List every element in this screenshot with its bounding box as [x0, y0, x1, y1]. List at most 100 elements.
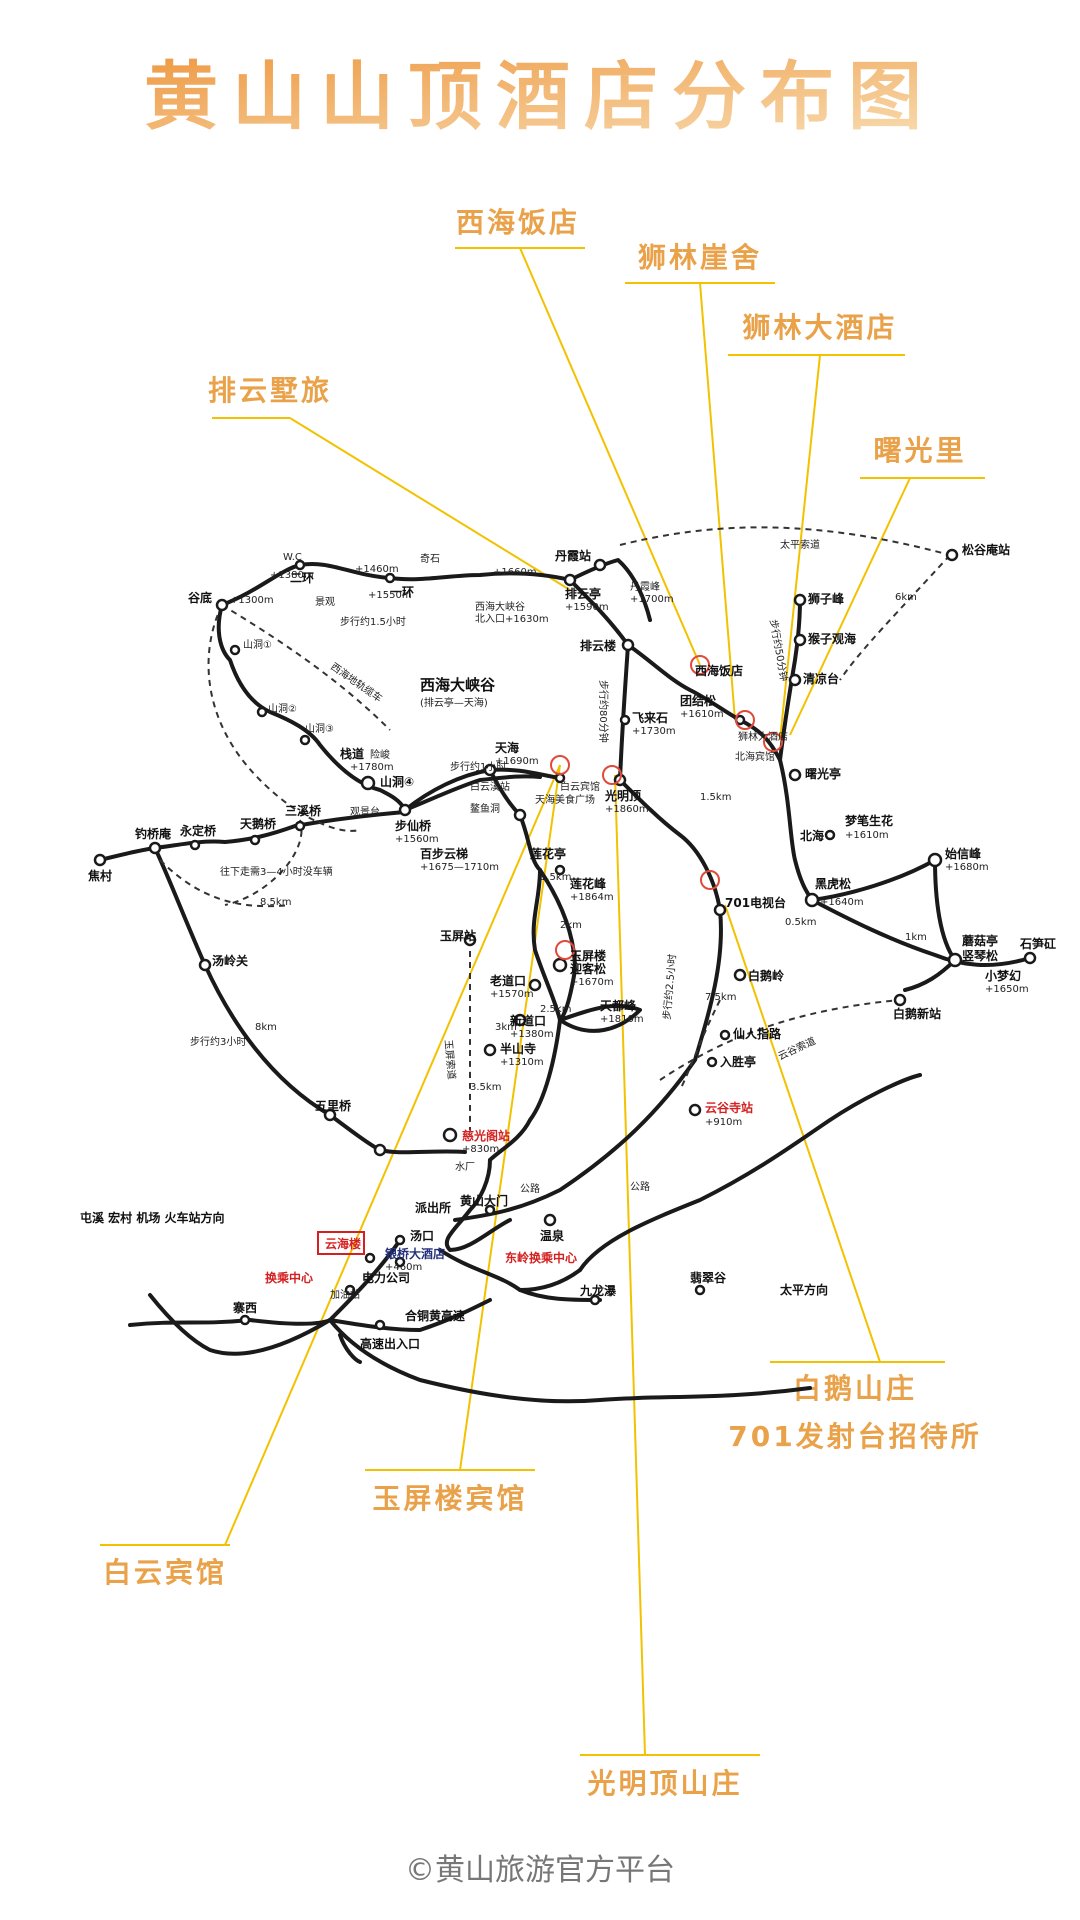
station-rusheng: [706, 1056, 718, 1068]
label-heitang: 合铜黄高速: [405, 1308, 465, 1323]
label-laodaokou: 老道口: [490, 973, 526, 988]
station-paichusuo: [394, 1234, 406, 1246]
label-km1: 1km: [905, 932, 927, 943]
label-walk80: 步行约80分钟: [597, 680, 610, 743]
label-shilin-hotel: 狮林大酒店: [738, 730, 788, 743]
hotel-pins: [550, 655, 783, 960]
label-taipingdir: 太平方向: [780, 1282, 828, 1297]
station-erhuan: [294, 559, 306, 571]
label-banshansi-h: +1310m: [500, 1057, 544, 1068]
label-mengbi: 梦笔生花: [845, 813, 893, 828]
label-tuanjiesong-h: +1610m: [680, 709, 724, 720]
label-paiyunting: 排云亭: [565, 586, 601, 601]
station-yongding: [189, 839, 201, 851]
pin-baiyun: [550, 755, 570, 775]
label-qishi: 奇石: [420, 552, 440, 565]
station-shandong1: [229, 644, 241, 656]
label-mengbi-h: +1610m: [845, 830, 889, 841]
callout-line-shilin-hotel: [779, 354, 821, 741]
place-labels: 松谷庵站 太平索道 丹霞站 丹霞峰 +1700m 排云亭 +1590m 西海大峡…: [80, 538, 1056, 1351]
station-songgu: [945, 548, 959, 562]
label-aoyu: 鳌鱼洞: [470, 802, 500, 815]
label-danxiafeng-h: +1700m: [630, 594, 674, 605]
station-yinqiao: [364, 1252, 376, 1264]
label-feilaishi-h: +1730m: [632, 726, 676, 737]
label-zhandao2: 险峻: [370, 748, 390, 761]
station-baieling: [733, 968, 747, 982]
label-km3: 3km: [495, 1022, 517, 1033]
station-tv701: [713, 903, 727, 917]
label-rushengting: 入胜亭: [720, 1054, 756, 1069]
station-mogu: [947, 952, 963, 968]
callout-yuping: 玉屏楼宾馆: [372, 1482, 527, 1515]
label-yungusi-h: +910m: [705, 1117, 742, 1128]
station-shuguangting: [788, 768, 802, 782]
label-walk25: 步行约2.5小时: [660, 953, 679, 1020]
label-guanjingtai: 观景台: [350, 805, 380, 818]
pin-shilin-hotel: [763, 732, 783, 752]
station-paiyunlou: [621, 638, 635, 652]
label-qingliangtai: 清凉台: [803, 671, 839, 686]
station-tangkou: [394, 1256, 406, 1268]
label-xihai-canyon: 西海大峡谷: [475, 600, 525, 613]
label-gudi-h: +1300m: [230, 595, 274, 606]
label-feicuigu: 翡翠谷: [690, 1270, 727, 1285]
station-diaoqiao: [148, 841, 162, 855]
label-baie-xin: 白鹅新站: [893, 1006, 941, 1021]
label-canyon-rail: 西海地轨缆车: [328, 660, 385, 705]
label-km8: 8km: [255, 1022, 277, 1033]
label-buxian-h: +1560m: [395, 834, 439, 845]
label-xihai-canyon2: 北入口+1630m: [475, 613, 549, 625]
callout-shilin-yashe: 狮林崖舍: [638, 241, 762, 274]
station-sanxi: [294, 820, 306, 832]
label-shizifeng: 狮子峰: [807, 591, 845, 606]
label-heihusong-h: +1640m: [820, 897, 864, 908]
label-xiaomenghuan: 小梦幻: [985, 968, 1021, 983]
station-tiane: [249, 834, 261, 846]
label-h1550: +1550m: [368, 590, 412, 601]
yunhailou-box: [317, 1231, 365, 1255]
label-baibu-h: +1675—1710m: [420, 862, 499, 873]
station-jiaocun: [93, 853, 107, 867]
copyright: ©黄山旅游官方平台: [405, 1853, 675, 1888]
label-danxia: 丹霞站: [555, 548, 591, 563]
label-walk34: 往下走需3—4小时没车辆: [220, 865, 333, 878]
label-zhandao: 栈道: [340, 746, 364, 761]
label-laodaokou-h: +1570m: [490, 989, 534, 1000]
station-danxia: [593, 558, 607, 572]
station-shizifeng: [793, 593, 807, 607]
label-lianhuafeng-h: +1864m: [570, 892, 614, 903]
station-shandong3: [299, 734, 311, 746]
label-tianhai: 天海: [495, 740, 519, 755]
label-songgu: 松谷庵站: [962, 542, 1010, 557]
station-tianhai: [483, 763, 497, 777]
label-shixin-h: +1680m: [945, 862, 989, 873]
label-xihai-hotel: 西海饭店: [695, 663, 743, 678]
label-yingkesong-h: +1670m: [570, 977, 614, 988]
label-tianhai-square: 天海美食广场: [535, 793, 595, 806]
callout-tower701: 701发射台招待所: [728, 1420, 981, 1453]
label-feilaishi: 飞来石: [632, 710, 668, 725]
callout-line-shuguang: [789, 477, 911, 736]
label-baiyunxi: 白云溪站: [470, 780, 510, 793]
label-shandong3: 山洞③: [305, 723, 334, 735]
label-lianhuating: 莲花亭: [530, 846, 566, 861]
callout-xihai: 西海饭店: [456, 206, 580, 239]
label-tiane: 天鹅桥: [240, 816, 277, 831]
label-jiulongpu: 九龙瀑: [579, 1283, 617, 1298]
station-paiyunting: [563, 573, 577, 587]
label-baibuyunti: 百步云梯: [420, 846, 468, 861]
station-yungusi: [688, 1103, 702, 1117]
label-shuguangting: 曙光亭: [805, 766, 841, 781]
label-ciguang-h: +830m: [462, 1144, 499, 1155]
label-tanglingguan: 汤岭关: [212, 953, 248, 968]
label-yunhailou: 云海楼: [325, 1236, 361, 1251]
label-km85: 8.5km: [260, 897, 291, 908]
callout-line-paiyun: [289, 417, 571, 591]
callout-line-baiyun: [224, 764, 561, 1546]
station-shixin: [927, 852, 943, 868]
page-title: 黄山山顶酒店分布图: [144, 54, 936, 140]
label-danxiafeng: 丹霞峰: [630, 581, 660, 593]
